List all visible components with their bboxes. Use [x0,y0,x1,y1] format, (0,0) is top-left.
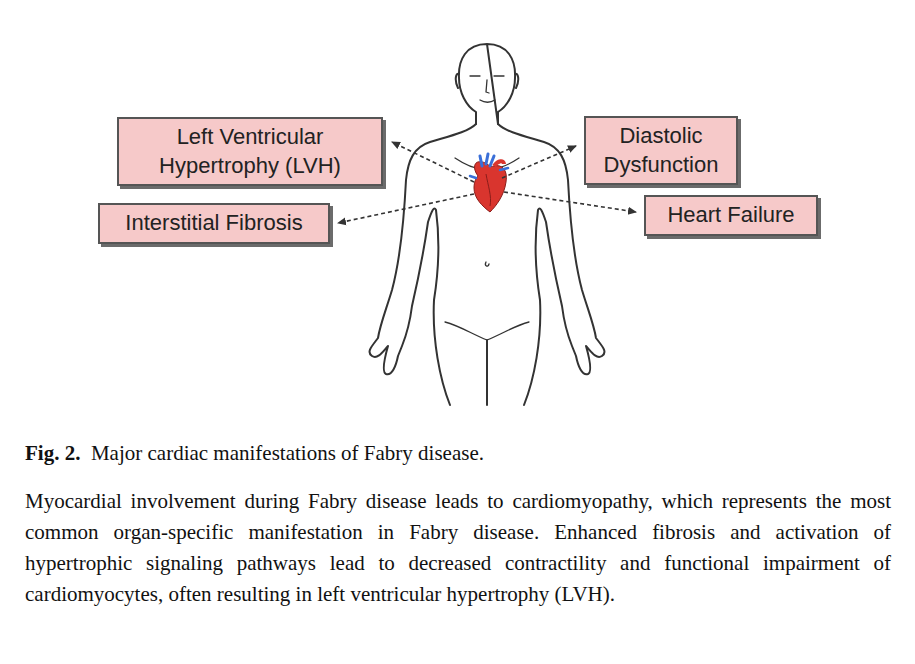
manifestation-box: Left Ventricular Hypertrophy (LVH) [117,117,383,186]
box-label: Interstitial Fibrosis [125,209,302,238]
heart-icon [470,154,508,212]
figure-number: Fig. 2. [25,441,80,465]
manifestation-box: Heart Failure [644,195,818,236]
figure-caption: Fig. 2. Major cardiac manifestations of … [25,438,891,610]
box-label: Heart Failure [667,201,794,230]
body-outline [370,44,605,405]
caption-text: Myocardial involvement during Fabry dise… [25,486,891,610]
caption-heading: Fig. 2. Major cardiac manifestations of … [25,438,891,469]
manifestation-box: Diastolic Dysfunction [584,116,738,185]
box-label: Left Ventricular Hypertrophy (LVH) [127,123,373,180]
box-label: Diastolic Dysfunction [594,122,728,179]
figure-title: Major cardiac manifestations of Fabry di… [91,441,484,465]
manifestation-box: Interstitial Fibrosis [98,203,330,244]
